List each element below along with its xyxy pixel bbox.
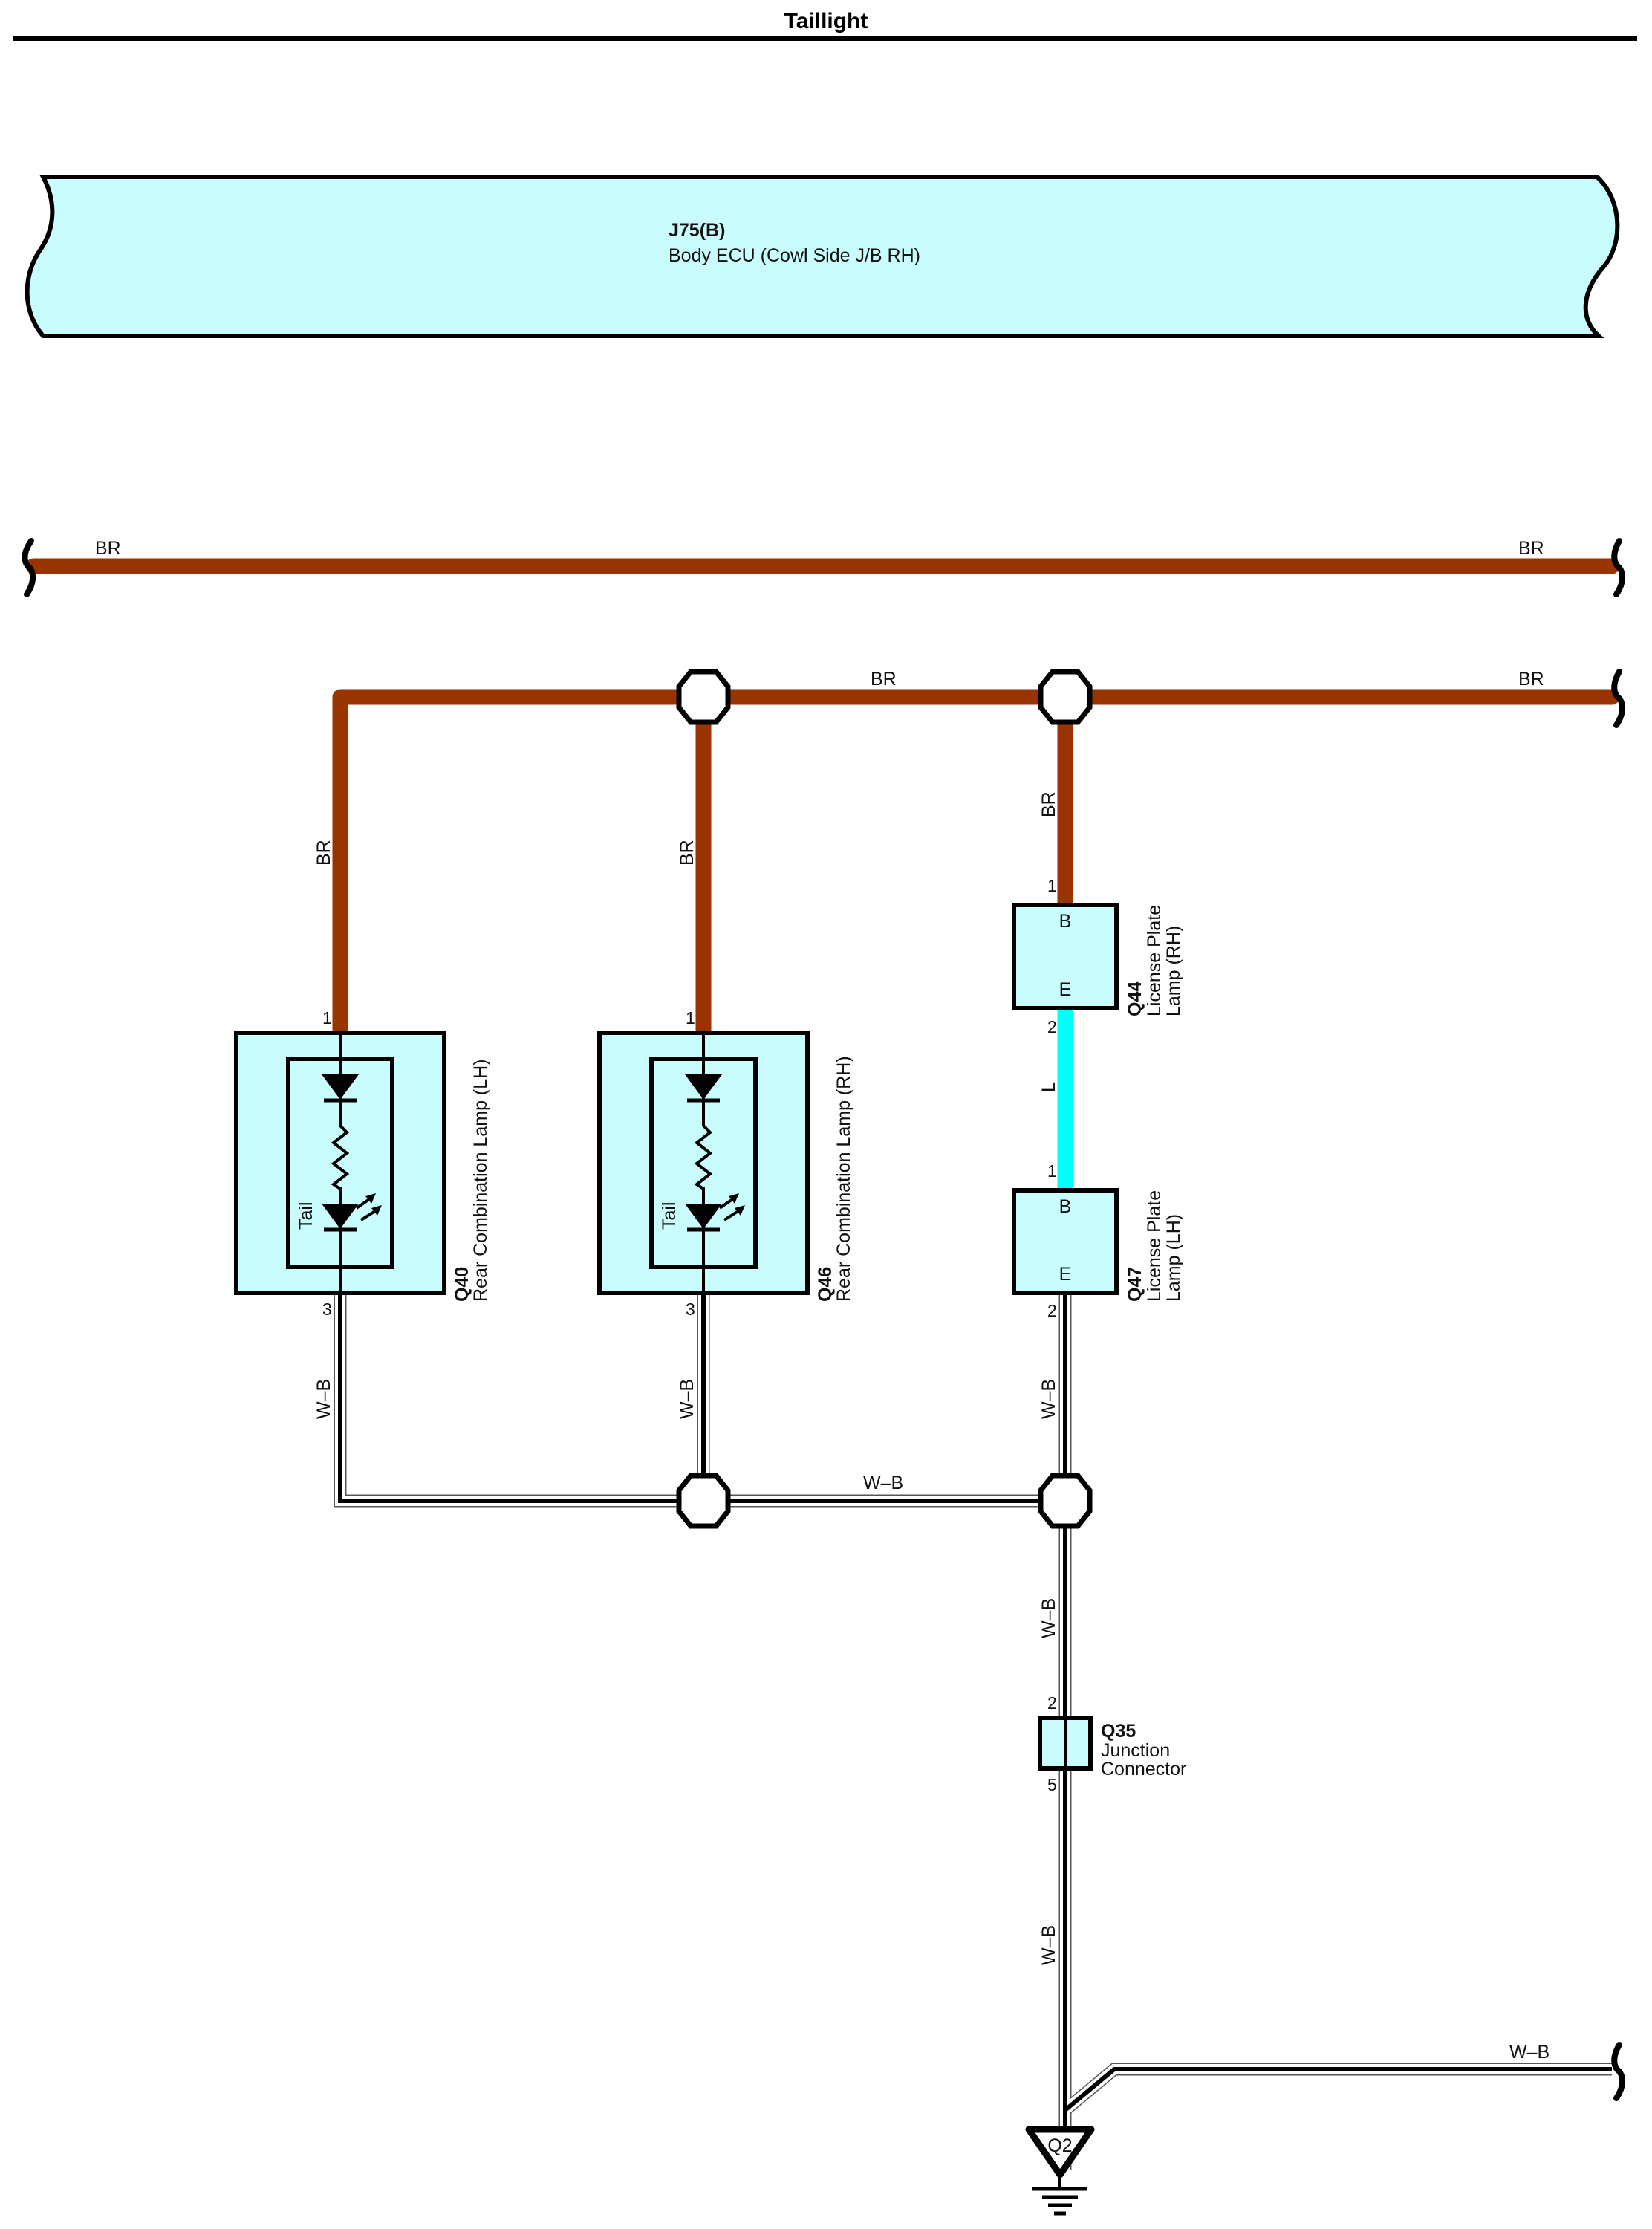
wire-label-br: BR [1518, 669, 1544, 690]
wire-cut-right-icon [1611, 2042, 1626, 2101]
wire-cut-right-icon [1611, 669, 1626, 728]
terminal-label: B [1059, 911, 1072, 932]
component-code: Q40 [452, 1267, 472, 1302]
ecu-name: Body ECU (Cowl Side J/B RH) [669, 245, 920, 266]
ground-point-q2[interactable]: Q2 [1025, 2126, 1095, 2216]
component-code: Q44 [1125, 982, 1145, 1016]
wire-label-wb: W–B [1509, 2042, 1549, 2063]
component-name: Rear Combination Lamp (LH) [470, 1059, 491, 1302]
l-wire[interactable]: L [1038, 1008, 1073, 1190]
component-name: Lamp (RH) [1163, 926, 1184, 1016]
br-wire-top[interactable]: BR BR [22, 538, 1626, 597]
wire-label-br: BR [1038, 791, 1059, 817]
wire-cut-left-icon [22, 538, 36, 597]
terminal-label: E [1059, 979, 1072, 1000]
pin-number: 3 [322, 1300, 332, 1319]
ground-icon [1032, 2177, 1087, 2216]
component-q47[interactable]: B E 1 2 Q47 License Plate Lamp (LH) [1012, 1161, 1184, 1320]
splice-point-icon [1038, 669, 1093, 725]
wire-label-br: BR [1518, 538, 1544, 559]
pin-number: 1 [686, 1008, 695, 1028]
pin-number: 1 [1047, 876, 1057, 895]
component-name: Rear Combination Lamp (RH) [833, 1056, 854, 1302]
component-q44[interactable]: B E 1 2 Q44 License Plate Lamp (RH) [1012, 876, 1184, 1036]
resistor-icon [331, 1124, 350, 1190]
pin-number: 1 [322, 1008, 332, 1028]
inner-label: Tail [296, 1201, 316, 1230]
terminal-label: E [1059, 1264, 1072, 1285]
component-name: License Plate [1144, 905, 1165, 1016]
body-ecu-block[interactable]: J75(B) Body ECU (Cowl Side J/B RH) [25, 175, 1620, 338]
splice-point-icon [1038, 1473, 1093, 1529]
wire-label-wb: W–B [313, 1379, 334, 1419]
wire-label-br: BR [677, 840, 697, 866]
terminal-label: B [1059, 1196, 1072, 1217]
component-name: Connector [1101, 1759, 1186, 1779]
component-name: Lamp (LH) [1163, 1214, 1184, 1302]
pin-number: 3 [686, 1300, 695, 1319]
pin-number: 2 [1047, 1017, 1057, 1036]
wire-label-wb: W–B [1038, 1925, 1059, 1965]
splice-point-icon [676, 1473, 731, 1529]
component-code: Q47 [1125, 1267, 1145, 1302]
component-name: License Plate [1144, 1190, 1165, 1302]
component-name: Junction [1101, 1740, 1170, 1761]
component-q40[interactable]: Tail 1 3 Q40 Rear Combination Lamp (LH) [234, 1008, 491, 1319]
inner-label: Tail [659, 1201, 680, 1230]
component-q35[interactable]: 2 5 Q35 Junction Connector [1038, 1693, 1186, 1794]
led-icon [685, 1193, 745, 1232]
diode-icon [685, 1074, 722, 1103]
title-rule [13, 36, 1637, 41]
pin-number: 1 [1047, 1161, 1057, 1181]
br-bus[interactable]: BR BR BR BR BR [313, 669, 1626, 1041]
wire-label-wb: W–B [677, 1379, 697, 1419]
ground-code: Q2 [1047, 2135, 1072, 2156]
wire-cut-right-icon [1611, 538, 1626, 597]
resistor-icon [694, 1124, 713, 1190]
wire-label-br: BR [871, 669, 897, 690]
wire-label-wb: W–B [1038, 1598, 1059, 1638]
component-q46[interactable]: Tail 1 3 Q46 Rear Combination Lamp (RH) [597, 1008, 854, 1319]
pin-number: 5 [1047, 1775, 1057, 1794]
wb-ground-network[interactable]: W–B W–B W–B W–B W–B W–B W–B [313, 1293, 1626, 2170]
component-code: Q46 [815, 1267, 836, 1302]
wire-label-br: BR [313, 840, 334, 866]
wire-label-wb: W–B [1038, 1379, 1059, 1419]
diode-icon [322, 1074, 359, 1103]
wire-label-br: BR [95, 538, 121, 559]
ecu-code: J75(B) [669, 220, 725, 241]
component-code: Q35 [1101, 1721, 1136, 1742]
pin-number: 2 [1047, 1301, 1057, 1320]
wire-label-wb: W–B [863, 1473, 903, 1493]
pin-number: 2 [1047, 1693, 1057, 1713]
led-icon [322, 1193, 382, 1232]
wire-label-l: L [1038, 1082, 1059, 1092]
splice-point-icon [676, 669, 731, 725]
page-title: Taillight [784, 9, 868, 33]
